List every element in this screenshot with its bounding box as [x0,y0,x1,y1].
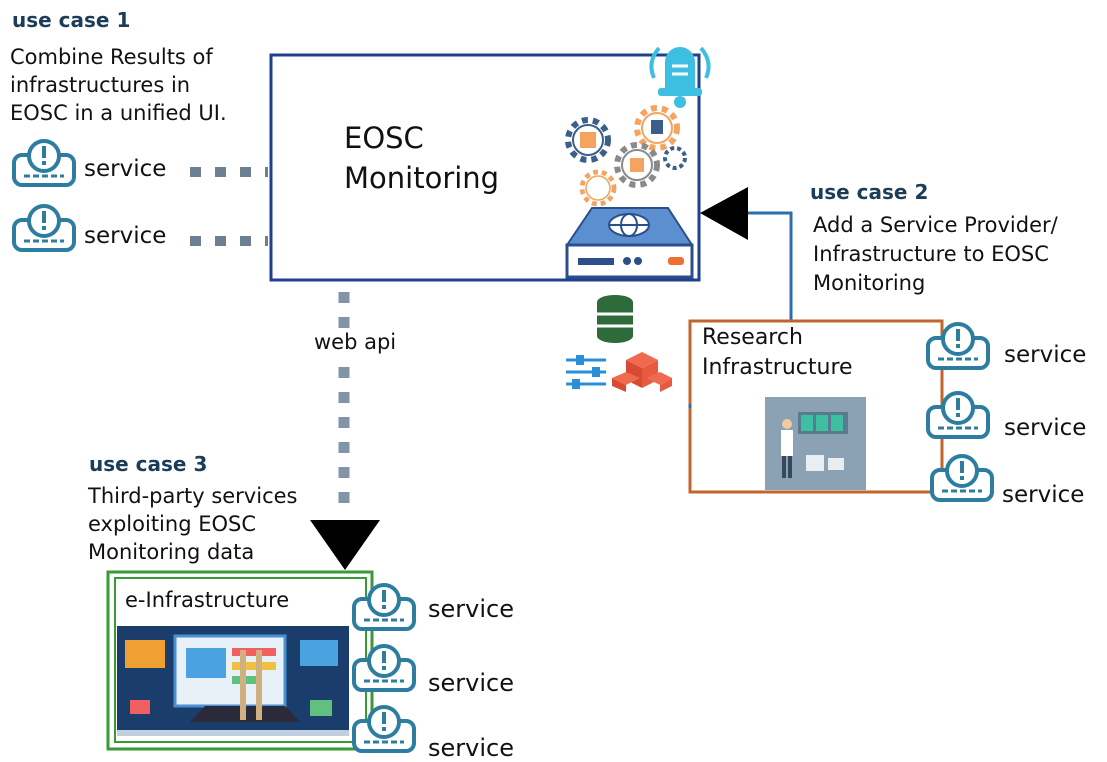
service-label-ei-3: service [428,734,514,762]
service-label-ri-2: service [1004,415,1087,441]
server-icon [565,207,694,279]
use-case-2-line-3: Monitoring [813,271,926,295]
service-icon-uc1-2 [12,204,76,252]
down-arrow [310,520,380,570]
gears-icon [568,108,687,204]
use-case-2-line-2: Infrastructure to EOSC [813,242,1049,266]
service-label-ei-2: service [428,669,514,697]
service-label-ei-1: service [428,595,514,623]
bell-icon [649,46,711,108]
use-case-3-line-3: Monitoring data [88,540,255,564]
use-case-2-description: Add a Service Provider/ Infrastructure t… [813,211,1058,298]
research-infrastructure-line-1: Research [702,325,803,350]
e-infrastructure-title: e-Infrastructure [125,588,290,612]
service-icon-uc1-1 [12,139,76,187]
research-infrastructure-line-2: Infrastructure [702,355,853,380]
service-label-uc1-2: service [84,223,167,249]
service-label-ri-1: service [1004,342,1087,368]
use-case-3-title: use case 3 [89,452,208,476]
research-infrastructure-title: Research Infrastructure [702,323,853,383]
laboratory-illustration [765,397,866,490]
use-case-1-line-2: infrastructures in [10,73,191,97]
left-arrow [700,187,748,240]
use-case-3-line-2: exploiting EOSC [88,512,256,536]
use-case-3-line-1: Third-party services [88,484,298,508]
monitoring-title-line-2: Monitoring [344,161,500,195]
web-api-label: web api [312,330,399,354]
use-case-1-line-1: Combine Results of [10,45,213,69]
sliders-icon [566,355,606,389]
use-case-2-link [748,211,793,320]
use-case-2-title: use case 2 [810,180,929,204]
monitoring-title: EOSC Monitoring [344,118,499,198]
database-icon [597,295,633,343]
use-case-1-line-3: EOSC in a unified UI. [10,101,227,125]
service-label-uc1-1: service [84,156,167,182]
e-infrastructure-illustration [117,626,349,736]
monitoring-title-line-1: EOSC [344,121,424,155]
use-case-3-description: Third-party services exploiting EOSC Mon… [88,482,297,566]
use-case-2-line-1: Add a Service Provider/ [813,213,1058,237]
boxes-icon [612,352,672,392]
use-case-1-title: use case 1 [12,8,131,32]
use-case-1-description: Combine Results of infrastructures in EO… [10,43,227,127]
service-label-ri-3: service [1002,482,1085,508]
